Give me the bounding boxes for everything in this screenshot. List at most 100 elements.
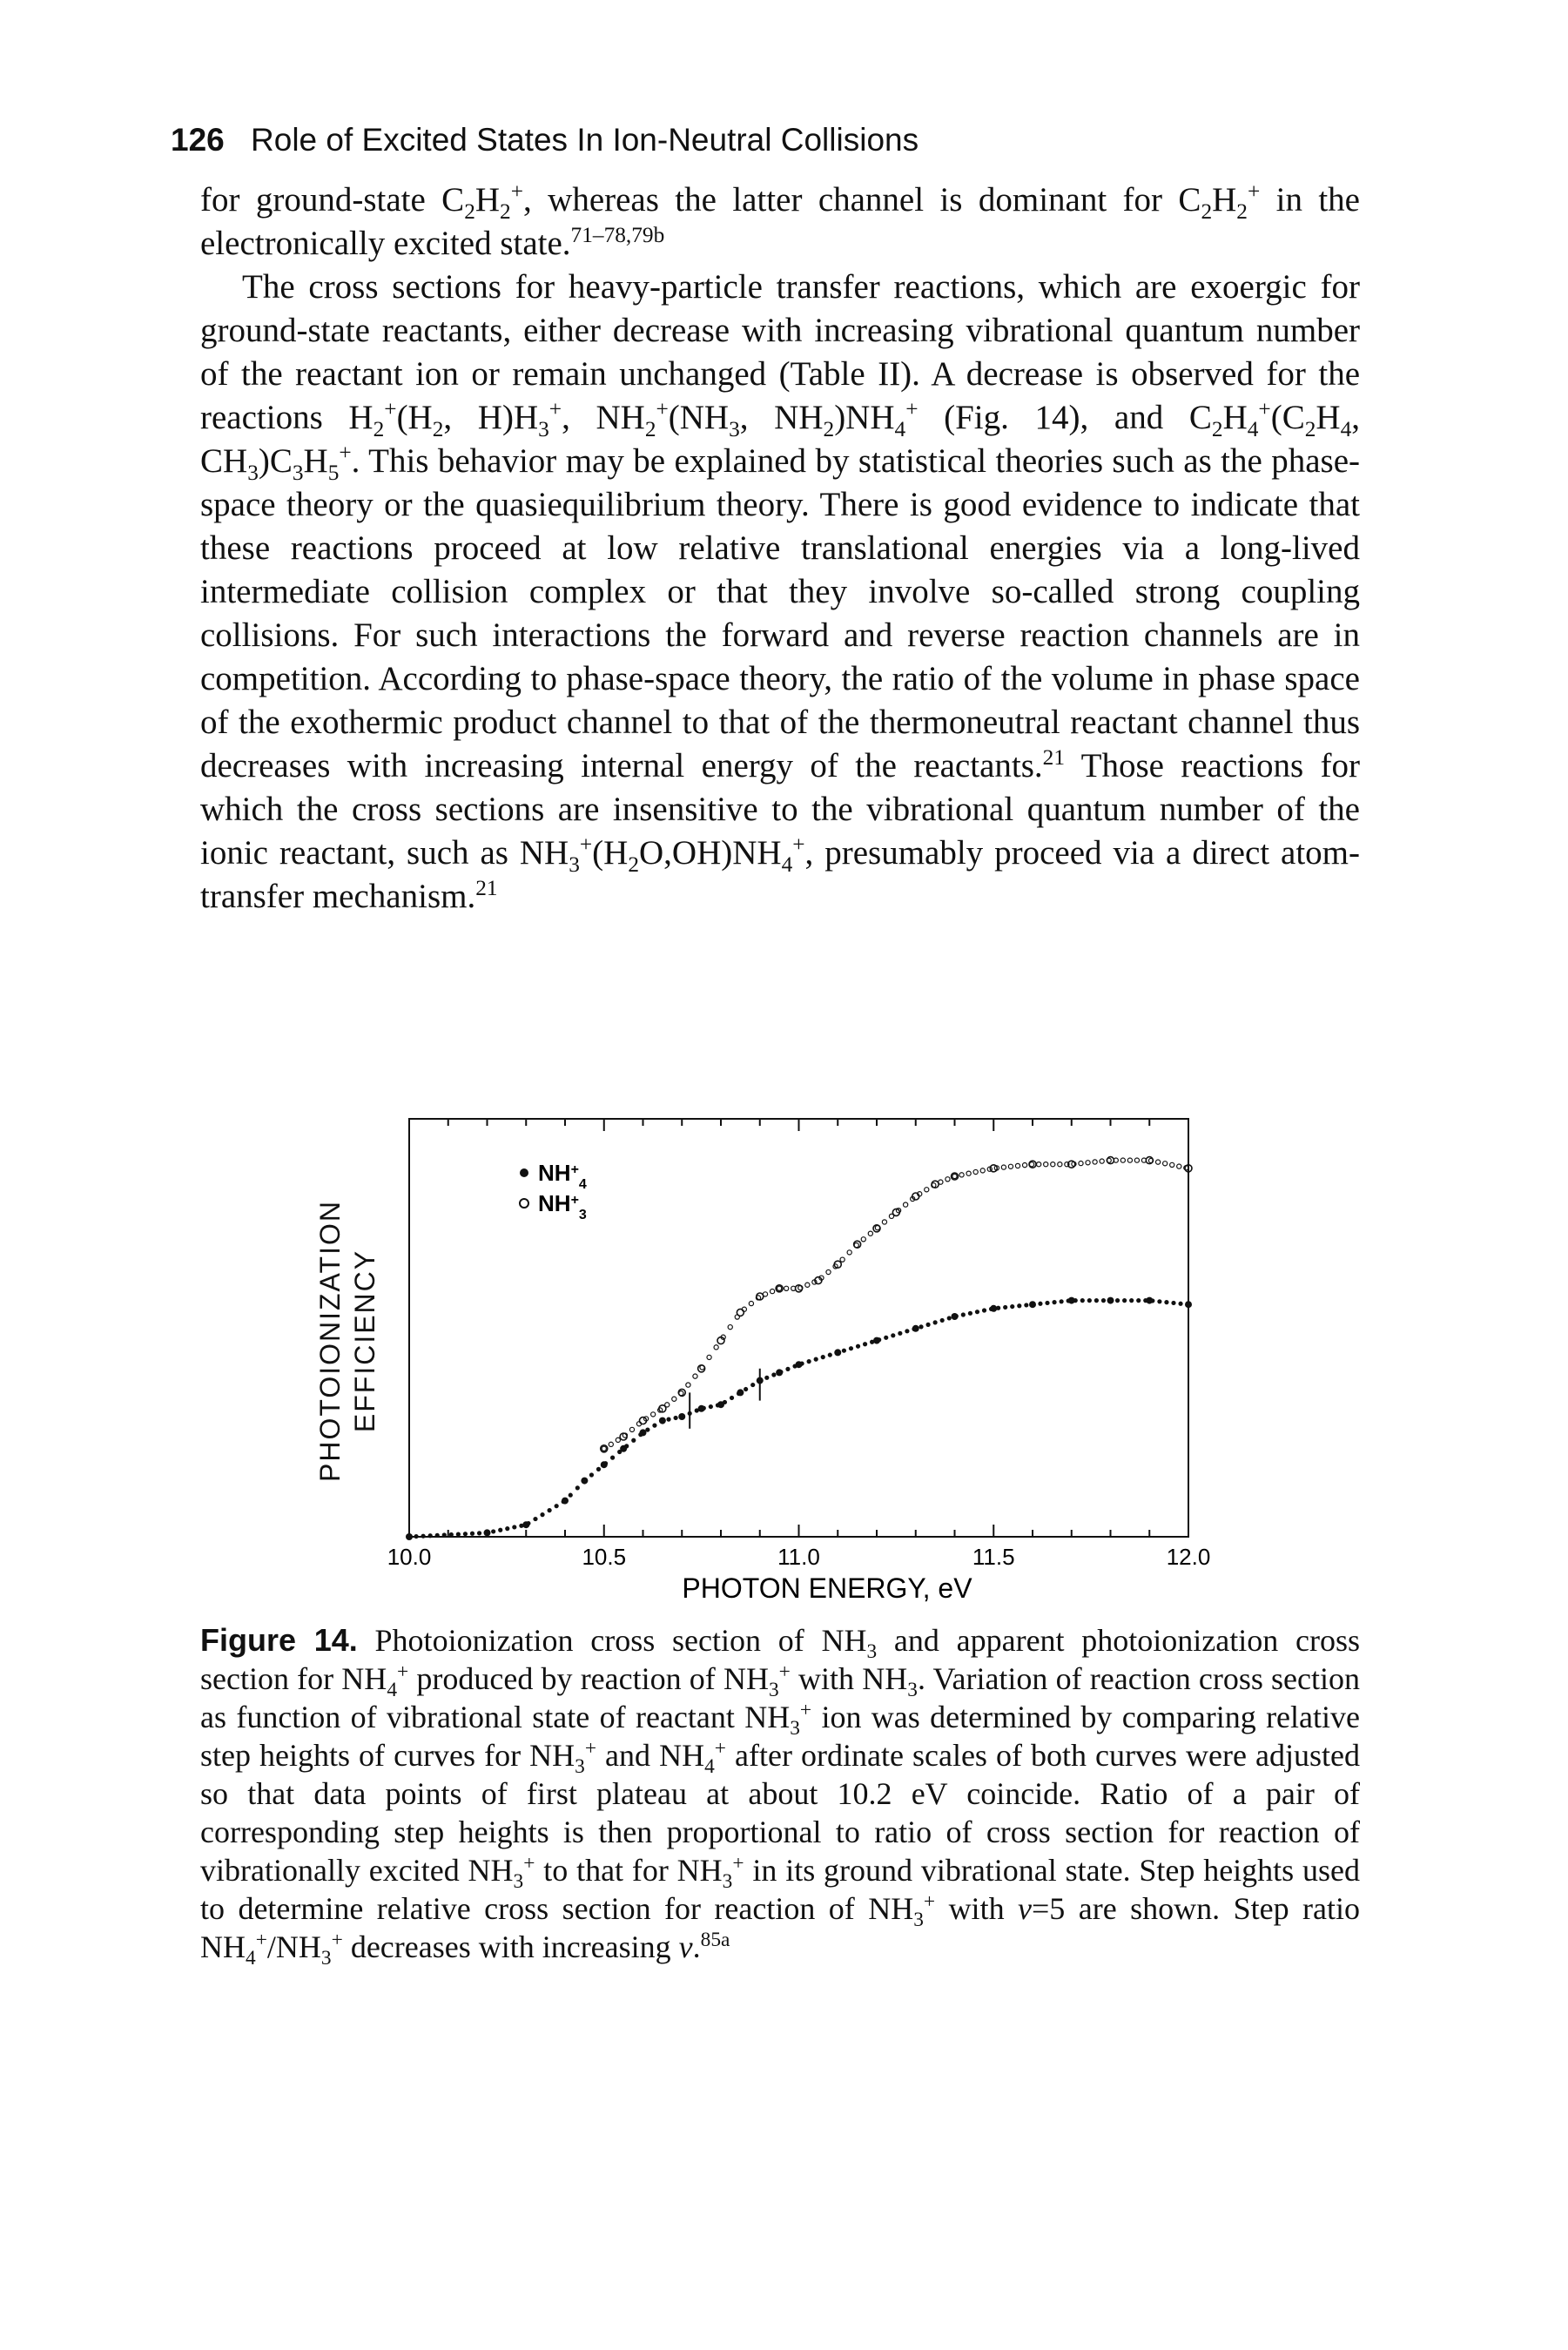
text-run: v bbox=[678, 1929, 693, 1964]
nh4-trace-dot bbox=[624, 1444, 629, 1449]
nh4-trace-dot bbox=[602, 1461, 609, 1466]
nh4-trace-dot bbox=[1094, 1298, 1099, 1303]
nh3-trace-dot bbox=[622, 1432, 629, 1438]
legend-nh3-marker bbox=[519, 1198, 529, 1209]
text-run: (NH bbox=[668, 399, 730, 436]
nh4-trace-dot bbox=[750, 1382, 756, 1388]
nh4-trace-dot bbox=[589, 1472, 595, 1478]
nh4-trace-dot bbox=[1073, 1298, 1078, 1303]
nh3-trace-dot bbox=[1057, 1161, 1063, 1168]
nh3-trace-dot bbox=[986, 1166, 993, 1172]
text-run: , whereas the latter channel is dominant… bbox=[523, 181, 1201, 219]
nh3-trace-dot bbox=[1007, 1163, 1014, 1169]
nh4-trace-dot bbox=[1107, 1298, 1114, 1303]
nh3-data-point bbox=[989, 1164, 999, 1173]
running-header: 126 Role of Excited States In Ion-Neutra… bbox=[171, 122, 919, 158]
nh4-trace-dot bbox=[701, 1405, 706, 1411]
plot-frame bbox=[408, 1118, 1189, 1538]
nh4-trace-dot bbox=[519, 1523, 524, 1528]
nh3-trace-dot bbox=[1099, 1158, 1105, 1164]
nh3-trace-dot bbox=[804, 1282, 811, 1288]
text-run: (C bbox=[1270, 399, 1305, 436]
text-run: , H)H bbox=[443, 399, 539, 436]
nh3-data-point bbox=[1184, 1164, 1193, 1173]
citation: 21 bbox=[475, 876, 498, 900]
nh3-trace-dot bbox=[1050, 1161, 1056, 1168]
x-axis-label: PHOTON ENERGY, eV bbox=[682, 1572, 972, 1604]
nh3-trace-dot bbox=[1176, 1163, 1182, 1169]
nh3-trace-dot bbox=[993, 1165, 1000, 1171]
nh3-trace-dot bbox=[1106, 1157, 1112, 1163]
text-run: ion was determined by comparing relative… bbox=[200, 1700, 1360, 1773]
y-axis-label-line-2: EFFICIENCY bbox=[349, 1249, 380, 1432]
text-run: H bbox=[1222, 399, 1248, 436]
nh4-trace-dot bbox=[855, 1343, 861, 1349]
text-run: decreases with increasing bbox=[342, 1929, 679, 1964]
nh4-trace-dot bbox=[609, 1455, 616, 1460]
nh4-trace-dot bbox=[421, 1533, 426, 1539]
nh4-trace-dot bbox=[1157, 1299, 1162, 1304]
nh4-trace-dot bbox=[870, 1339, 875, 1344]
nh4-trace-dot bbox=[1129, 1298, 1134, 1303]
nh3-trace-dot bbox=[811, 1279, 818, 1285]
nh4-trace-dot bbox=[877, 1337, 882, 1343]
nh3-trace-dot bbox=[924, 1187, 930, 1193]
nh3-trace-dot bbox=[832, 1263, 838, 1269]
text-run: produced by reaction of NH bbox=[408, 1661, 769, 1696]
text-run: O,OH)NH bbox=[639, 834, 782, 872]
nh4-trace-dot bbox=[582, 1478, 587, 1484]
nh3-trace-dot bbox=[1147, 1157, 1154, 1164]
nh4-trace-dot bbox=[827, 1352, 832, 1357]
nh4-trace-dot bbox=[1045, 1300, 1050, 1306]
nh4-trace-dot bbox=[659, 1418, 664, 1424]
nh4-trace-dot bbox=[547, 1508, 552, 1513]
x-tick-label: 11.0 bbox=[777, 1544, 820, 1570]
nh4-trace-dot bbox=[1010, 1303, 1015, 1310]
nh3-trace-dot bbox=[671, 1396, 677, 1402]
legend-nh3-label: NH+3 bbox=[538, 1190, 587, 1222]
nh4-trace-dot bbox=[540, 1512, 545, 1518]
nh4-trace-dot bbox=[820, 1355, 825, 1360]
nh4-trace-dot bbox=[939, 1317, 945, 1323]
nh4-trace-dot bbox=[631, 1438, 636, 1443]
text-run: . This behavior may be explained by stat… bbox=[200, 442, 1360, 784]
nh3-trace-dot bbox=[685, 1382, 691, 1388]
nh3-trace-dot bbox=[692, 1373, 698, 1379]
nh3-trace-dot bbox=[825, 1269, 831, 1276]
text-run: , NH bbox=[562, 399, 645, 436]
nh3-trace-dot bbox=[797, 1284, 804, 1291]
nh3-trace-dot bbox=[1154, 1159, 1161, 1165]
nh4-trace-dot bbox=[1100, 1298, 1107, 1303]
nh3-trace-dot bbox=[1014, 1162, 1021, 1169]
nh4-trace-dot bbox=[469, 1531, 475, 1536]
nh3-trace-dot bbox=[1134, 1157, 1141, 1163]
nh3-trace-dot bbox=[748, 1300, 755, 1307]
text-run: Those reactions for which the cross sect… bbox=[200, 747, 1360, 872]
nh3-trace-dot bbox=[952, 1173, 958, 1180]
nh3-trace-dot bbox=[608, 1441, 615, 1448]
legend-nh4-label: NH+4 bbox=[538, 1160, 587, 1192]
nh3-trace-dot bbox=[1120, 1157, 1127, 1163]
nh3-trace-dot bbox=[1183, 1165, 1189, 1171]
text-run: /NH bbox=[266, 1929, 321, 1964]
nh4-trace-dot bbox=[1178, 1301, 1183, 1306]
nh4-trace-dot bbox=[1031, 1302, 1036, 1307]
nh4-trace-dot bbox=[1003, 1304, 1008, 1310]
nh4-trace-dot bbox=[448, 1532, 454, 1538]
nh4-trace-dot bbox=[1143, 1298, 1148, 1303]
citation: 21 bbox=[1042, 745, 1065, 770]
caption-label: Figure 14. bbox=[200, 1622, 358, 1658]
citation: 85a bbox=[700, 1929, 730, 1951]
text-run: H bbox=[1212, 181, 1237, 219]
text-run: H bbox=[303, 442, 328, 480]
nh4-trace-dot bbox=[884, 1335, 889, 1340]
nh3-trace-dot bbox=[699, 1364, 705, 1370]
nh3-trace-dot bbox=[895, 1207, 902, 1214]
text-run: The cross sections for heavy-particle tr… bbox=[200, 268, 1360, 436]
nh4-trace-dot bbox=[919, 1324, 924, 1330]
nh4-trace-dot bbox=[441, 1532, 447, 1538]
nh3-trace-dot bbox=[615, 1437, 622, 1444]
nh4-trace-dot bbox=[1164, 1300, 1169, 1305]
